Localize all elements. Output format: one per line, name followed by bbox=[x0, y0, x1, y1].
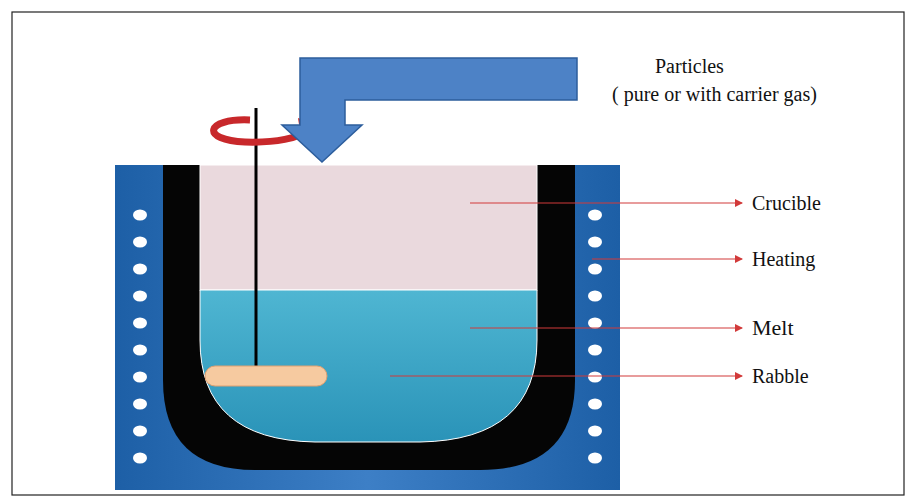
heating-dot bbox=[133, 453, 147, 464]
heating-dot bbox=[588, 318, 602, 329]
heating-dot bbox=[133, 399, 147, 410]
heating-dot bbox=[588, 453, 602, 464]
heating-dot bbox=[133, 291, 147, 302]
part-label: Crucible bbox=[752, 192, 821, 214]
feed-note: ( pure or with carrier gas) bbox=[612, 83, 817, 105]
heating-dot bbox=[588, 426, 602, 437]
heating-dot bbox=[133, 210, 147, 221]
melt bbox=[200, 290, 537, 442]
heating-dot bbox=[588, 264, 602, 275]
leader-line bbox=[390, 375, 742, 376]
heating-dot bbox=[133, 318, 147, 329]
heating-dot bbox=[133, 264, 147, 275]
heating-dot bbox=[133, 237, 147, 248]
heating-dot bbox=[588, 399, 602, 410]
part-label: Melt bbox=[752, 316, 794, 340]
heating-dot bbox=[588, 372, 602, 383]
crucible-wall bbox=[163, 165, 575, 470]
leader-line bbox=[470, 202, 742, 203]
heating-dot bbox=[588, 237, 602, 248]
feed-arrow bbox=[282, 58, 577, 162]
feed-label: Particles bbox=[655, 55, 724, 77]
rabble bbox=[205, 366, 327, 386]
leader-line bbox=[470, 327, 742, 328]
leader-line bbox=[592, 258, 742, 259]
heating-dot bbox=[133, 426, 147, 437]
heating-dot bbox=[133, 345, 147, 356]
heating-dot bbox=[133, 372, 147, 383]
crucible-space bbox=[200, 165, 537, 290]
heating-dot bbox=[588, 345, 602, 356]
heating-dot bbox=[588, 210, 602, 221]
stirrer-shaft bbox=[255, 108, 258, 370]
heating-dot bbox=[588, 291, 602, 302]
part-label: Rabble bbox=[752, 365, 809, 387]
heating-elements bbox=[133, 210, 602, 464]
part-label: Heating bbox=[752, 248, 815, 270]
frame bbox=[12, 12, 904, 495]
